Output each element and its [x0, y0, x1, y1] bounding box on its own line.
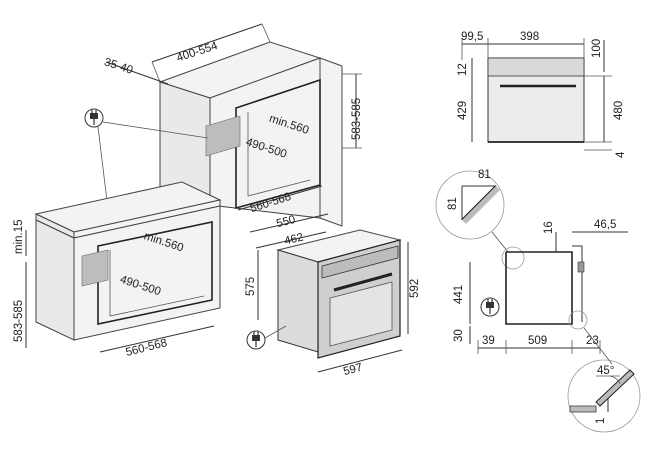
side-body-height-label: 429: [457, 101, 469, 120]
dim-550: 550: [249, 213, 329, 233]
side-panel-thickness-label: 12: [457, 63, 469, 76]
column-side: [319, 57, 343, 227]
dim-597: 597: [317, 349, 403, 378]
column-niche: [235, 78, 321, 210]
dim-section-bottom: 39 509 23: [477, 335, 601, 354]
undercounter-vent: [81, 249, 109, 287]
dim-side-480: 480: [584, 75, 625, 143]
detail-81-leader: [491, 231, 509, 253]
side-bottom-gap-label: 4: [615, 151, 627, 158]
section-view: [501, 245, 588, 330]
section-depth-label: 509: [528, 335, 547, 347]
dim-section-46: 46,5: [572, 219, 628, 233]
undercounter-niche: [97, 221, 213, 325]
dim-section-16: 16: [543, 221, 557, 252]
oven-control-panel: [321, 245, 399, 279]
detail-81-vertical-label: 81: [447, 197, 459, 210]
side-top-gap-label: 100: [591, 39, 603, 58]
dim-column-height: 583-585: [342, 73, 363, 149]
dim-side-top: 99,5 398: [461, 31, 585, 60]
plug-leader-1: [102, 121, 209, 139]
oven-depth-label: 550: [275, 214, 297, 230]
dim-side-100: 100: [591, 39, 605, 72]
dim-section-30: 30: [453, 326, 471, 344]
section-detail-marker-bottom: [568, 310, 588, 330]
detail-45-arc: [609, 375, 621, 385]
column-vent: [205, 115, 241, 157]
section-door-gap-label: 16: [543, 221, 555, 234]
column-height-label: 583-585: [351, 98, 363, 140]
detail-45: 45° 1: [567, 359, 641, 433]
detail-45-leader: [583, 327, 613, 365]
column-niche-inner: [247, 112, 311, 197]
dim-400-554-label: 400-554: [175, 40, 219, 65]
undercounter-niche-inner: [109, 250, 205, 317]
power-plug-icon: [246, 330, 266, 350]
dim-462: 462: [255, 231, 327, 249]
oven-height-label: 575: [245, 277, 257, 296]
detail-45-gap-label: 1: [595, 418, 607, 424]
power-plug-icon: [480, 297, 500, 317]
oven-width-label: 597: [342, 362, 364, 378]
section-door: [572, 245, 583, 322]
section-front-label: 39: [482, 335, 495, 347]
detail-81-circle: [435, 170, 505, 240]
undercounter-width-label: 560-568: [125, 337, 169, 359]
dim-min15: min.15: [13, 219, 27, 256]
detail-45-base: [569, 405, 597, 413]
section-detail-marker-top: [501, 246, 525, 270]
dim-35-40: 35-40: [103, 56, 169, 85]
section-outline: [505, 251, 573, 325]
section-base-label: 30: [453, 329, 465, 342]
oven-side: [277, 249, 319, 353]
oven-handle: [333, 272, 393, 292]
undercounter-left-face: [35, 219, 75, 341]
column-cabinet: [158, 41, 343, 227]
detail-81-horizontal-label: 81: [478, 169, 491, 181]
oven-glass: [329, 281, 393, 347]
dim-592: 592: [407, 242, 421, 334]
min15-label: min.15: [13, 219, 25, 254]
column-front-face: [209, 57, 321, 219]
power-plug-icon: [84, 108, 104, 128]
dim-575: 575: [245, 250, 259, 320]
section-rear-label: 23: [586, 335, 599, 347]
oven-body-depth-label: 462: [283, 231, 305, 247]
side-front-offset-label: 99,5: [461, 31, 483, 43]
side-top-depth-label: 398: [520, 31, 539, 43]
undercounter-height-label: 583-585: [13, 300, 25, 342]
dim-side-429: 429: [457, 80, 473, 142]
detail-45-angle-label: 45°: [597, 365, 614, 377]
oven-front-height-label: 592: [409, 279, 421, 298]
dim-35-40-label: 35-40: [103, 56, 135, 77]
detail-81-bevel-fill: [462, 186, 500, 224]
side-view: [487, 57, 585, 143]
undercounter-cabinet: [34, 181, 222, 341]
side-total-height-label: 480: [613, 101, 625, 120]
detail-45-bevel: [595, 369, 635, 407]
detail-45-circle: [567, 359, 641, 433]
dim-undercounter-height: 583-585: [13, 262, 27, 348]
plug-leader-3: [264, 325, 287, 339]
dim-section-441: 441: [453, 262, 471, 324]
detail-81: 81 81: [435, 169, 505, 240]
section-handle-depth-label: 46,5: [594, 219, 616, 231]
dim-side-12: 12: [457, 58, 473, 80]
oven-iso: [276, 229, 402, 359]
section-height-label: 441: [453, 285, 465, 304]
section-handle: [577, 261, 585, 273]
side-view-panel: [487, 57, 585, 77]
